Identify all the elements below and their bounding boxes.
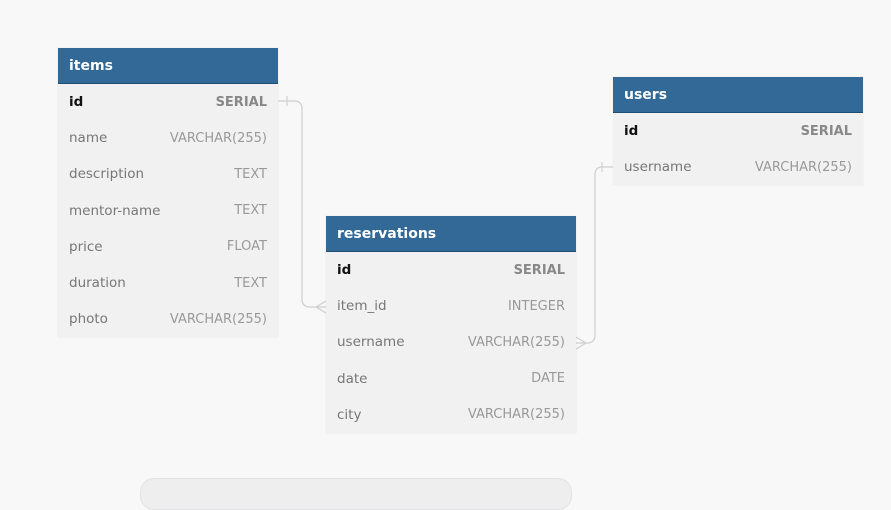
column-name: date xyxy=(337,370,368,387)
column-type: VARCHAR(255) xyxy=(169,130,267,146)
column-type: VARCHAR(255) xyxy=(467,407,565,423)
column-row-username[interactable]: username VARCHAR(255) xyxy=(326,324,576,360)
column-row-id[interactable]: id SERIAL xyxy=(613,113,863,149)
column-row-name[interactable]: name VARCHAR(255) xyxy=(58,120,278,156)
column-row-description[interactable]: description TEXT xyxy=(58,156,278,192)
table-header[interactable]: users xyxy=(613,77,863,113)
table-header[interactable]: reservations xyxy=(326,216,576,252)
column-type: VARCHAR(255) xyxy=(169,311,267,327)
table-reservations[interactable]: reservations id SERIAL item_id INTEGER usern… xyxy=(326,216,576,433)
column-row-mentor-name[interactable]: mentor-name TEXT xyxy=(58,193,278,229)
column-type: VARCHAR(255) xyxy=(754,159,852,175)
column-type: TEXT xyxy=(234,203,267,219)
column-type: DATE xyxy=(531,371,565,387)
column-name: price xyxy=(69,238,103,255)
column-type: VARCHAR(255) xyxy=(467,334,565,350)
column-type: SERIAL xyxy=(800,123,852,139)
column-row-duration[interactable]: duration TEXT xyxy=(58,265,278,301)
table-header[interactable]: items xyxy=(58,48,278,84)
column-name: description xyxy=(69,166,145,183)
relationship-line xyxy=(314,300,327,314)
column-list: id SERIAL username VARCHAR(255) xyxy=(613,113,863,185)
relationship-line xyxy=(278,100,326,308)
column-row-id[interactable]: id SERIAL xyxy=(326,252,576,288)
column-name: username xyxy=(624,159,692,176)
table-users[interactable]: users id SERIAL username VARCHAR(255) xyxy=(613,77,863,186)
column-row-item-id[interactable]: item_id INTEGER xyxy=(326,288,576,324)
column-name: duration xyxy=(69,275,126,292)
column-name: item_id xyxy=(337,298,387,315)
column-row-id[interactable]: id SERIAL xyxy=(58,84,278,120)
column-row-photo[interactable]: photo VARCHAR(255) xyxy=(58,301,278,337)
column-name: username xyxy=(337,334,405,351)
column-type: TEXT xyxy=(234,166,267,182)
column-name: name xyxy=(69,130,108,147)
column-type: INTEGER xyxy=(507,298,565,314)
column-name: city xyxy=(337,406,362,423)
column-name: photo xyxy=(69,311,108,328)
column-type: FLOAT xyxy=(226,239,267,255)
column-name: id xyxy=(624,123,639,140)
column-type: SERIAL xyxy=(513,262,565,278)
column-type: TEXT xyxy=(234,275,267,291)
relationship-line xyxy=(576,166,613,344)
column-type: SERIAL xyxy=(215,94,267,110)
column-row-date[interactable]: date DATE xyxy=(326,361,576,397)
column-name: id xyxy=(69,94,84,111)
column-name: mentor-name xyxy=(69,202,161,219)
column-row-price[interactable]: price FLOAT xyxy=(58,229,278,265)
column-name: id xyxy=(337,262,352,279)
relationship-line xyxy=(575,336,588,350)
column-row-username[interactable]: username VARCHAR(255) xyxy=(613,149,863,185)
column-row-city[interactable]: city VARCHAR(255) xyxy=(326,397,576,433)
bottom-toolbar[interactable] xyxy=(140,478,572,510)
